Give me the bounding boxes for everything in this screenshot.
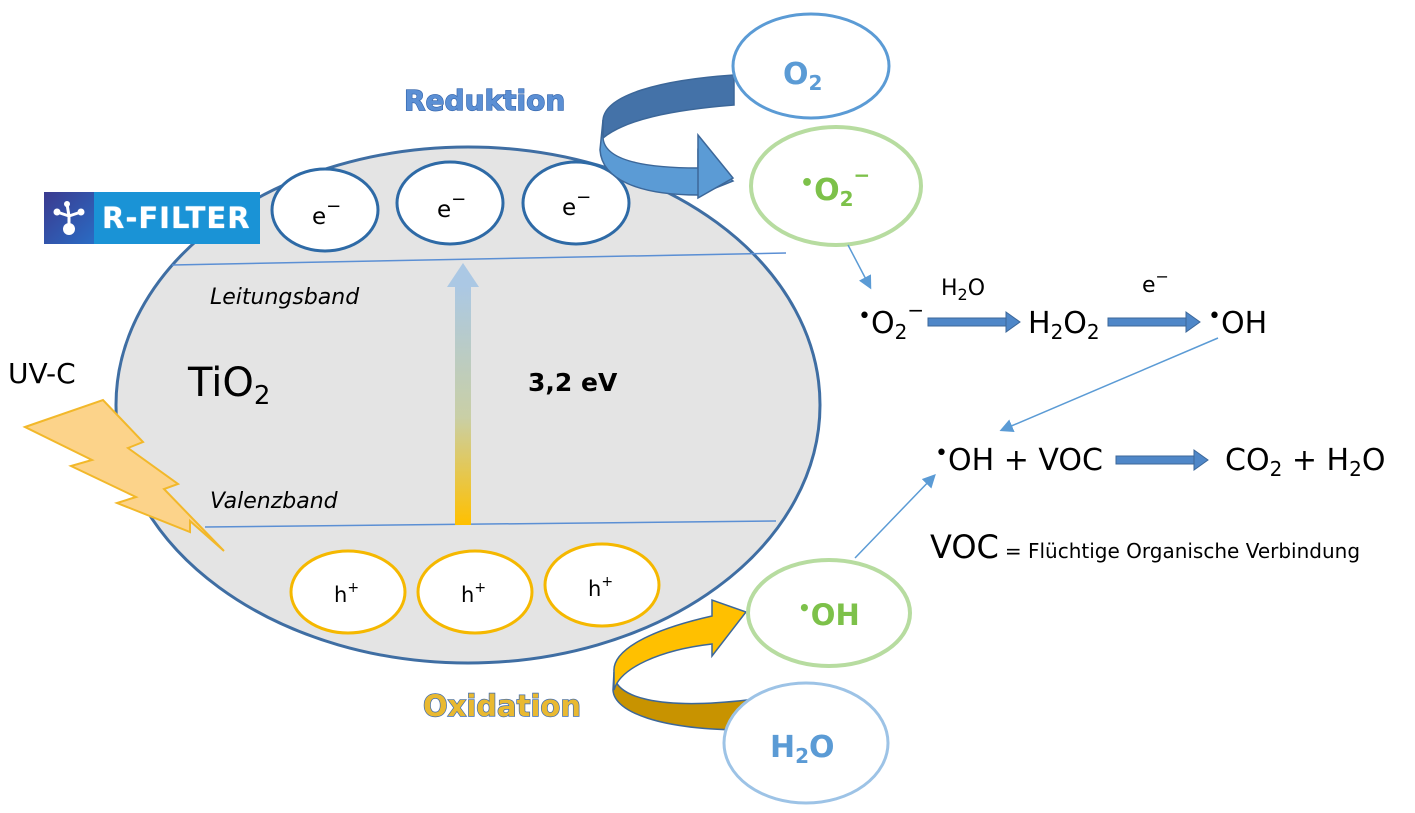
voc-definition: VOC= Flüchtige Organische Verbindung (930, 528, 1360, 566)
svg-text:e−: e− (437, 189, 466, 223)
svg-text:h+: h+ (334, 580, 359, 607)
lightning-bolt-icon (22, 398, 225, 552)
svg-text:e−: e− (312, 196, 341, 230)
svg-text:h+: h+ (588, 574, 613, 601)
electron-1: e− (270, 167, 380, 253)
logo-text: R-FILTER (102, 201, 251, 235)
connector-oh-to-voc (999, 337, 1219, 432)
valence-band-label: Valenzband (210, 489, 339, 514)
electron-2: e− (395, 160, 505, 246)
svg-text:e−: e− (562, 187, 591, 221)
hydroxyl-radical-species: •OH (746, 558, 912, 668)
reaction-superoxide: •O2− (858, 298, 924, 344)
conduction-band-label: Leitungsband (210, 285, 360, 310)
superoxide-species: •O2− (749, 125, 923, 247)
r-filter-logo: R-FILTER (44, 192, 260, 244)
reaction-hydroxyl: •OH (1208, 304, 1267, 341)
reaction-oh-voc: •OH + VOC (935, 441, 1103, 478)
reduction-label: Reduktion (404, 84, 565, 117)
molecule-icon (44, 192, 94, 244)
svg-text:O2: O2 (783, 57, 822, 95)
hole-1: h+ (289, 549, 407, 635)
band-gap-arrow (447, 263, 479, 525)
reaction-arrow-2 (1107, 311, 1201, 333)
reduction-curved-arrow (599, 74, 735, 200)
reaction-arrow-3 (1115, 449, 1209, 471)
connector-superoxide-to-reaction (847, 244, 872, 290)
reaction-label-electron: e− (1142, 267, 1169, 298)
electron-3: e− (521, 160, 631, 246)
o2-species: O2 (731, 12, 891, 120)
svg-text:h+: h+ (461, 580, 486, 607)
band-gap-label: 3,2 eV (528, 368, 618, 397)
oxidation-label: Oxidation (423, 689, 581, 723)
reaction-hydrogen-peroxide: H2O2 (1028, 306, 1100, 344)
svg-text:H2O: H2O (770, 730, 835, 768)
hole-3: h+ (543, 542, 661, 628)
connector-radical-to-voc (854, 474, 936, 559)
svg-text:•OH: •OH (798, 596, 860, 632)
conduction-band-line (171, 252, 787, 266)
material-label: TiO2 (187, 360, 270, 411)
hole-2: h+ (416, 549, 534, 635)
water-species: H2O (722, 681, 890, 805)
reaction-label-water: H2O (941, 276, 985, 304)
svg-text:•O2−: •O2− (800, 163, 870, 211)
reaction-products: CO2 + H2O (1225, 443, 1385, 481)
uv-c-label: UV-C (8, 357, 76, 390)
reaction-arrow-1 (927, 311, 1021, 333)
valence-band-line (204, 520, 777, 528)
